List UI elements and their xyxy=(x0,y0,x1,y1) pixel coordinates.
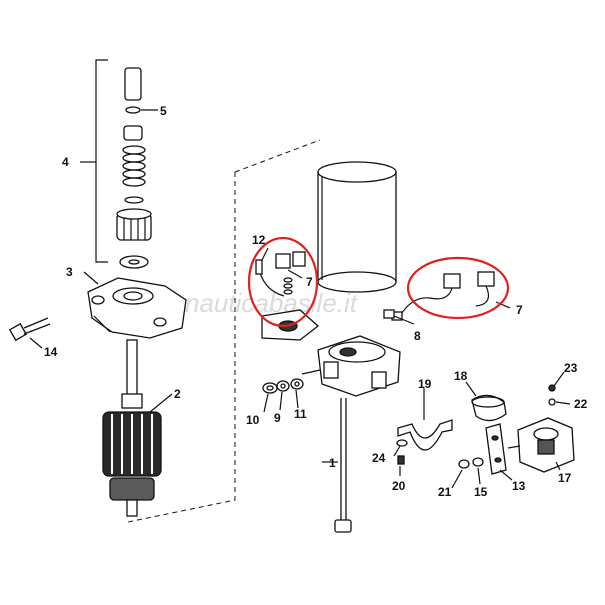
callout-4: 4 xyxy=(62,155,69,169)
part-4-bracket xyxy=(80,59,108,263)
callout-5: 5 xyxy=(160,104,167,118)
highlight-ellipse-left xyxy=(247,236,319,328)
screw-8 xyxy=(383,309,405,321)
frame-housing xyxy=(317,161,397,293)
callout-18: 18 xyxy=(454,369,468,383)
callout-15: 15 xyxy=(474,485,488,499)
callout-12: 12 xyxy=(252,233,266,247)
bolt-14 xyxy=(8,317,51,342)
callout-19: 19 xyxy=(418,377,432,391)
strap-bracket xyxy=(396,419,453,465)
through-bolt xyxy=(334,398,352,533)
callout-8: 8 xyxy=(414,329,421,343)
callout-1: 1 xyxy=(329,456,336,470)
callout-9: 9 xyxy=(274,411,281,425)
drive-end-frame xyxy=(87,277,187,339)
armature xyxy=(102,339,162,517)
callout-7-right: 7 xyxy=(516,303,523,317)
callout-21: 21 xyxy=(438,485,452,499)
callout-23: 23 xyxy=(564,361,578,375)
rubber-boot xyxy=(471,394,507,422)
callout-2: 2 xyxy=(174,387,181,401)
callout-7-left: 7 xyxy=(306,275,313,289)
callout-20: 20 xyxy=(392,479,406,493)
callout-14: 14 xyxy=(44,345,58,359)
solenoid xyxy=(507,384,575,473)
insulator-plate xyxy=(458,423,507,475)
callout-labels: 1 2 3 4 5 7 7 8 9 10 11 12 13 14 15 17 1… xyxy=(44,104,588,499)
callout-24: 24 xyxy=(372,451,386,465)
drive-pinion-stack xyxy=(116,67,152,269)
brush-pair-right xyxy=(391,271,495,321)
callout-3: 3 xyxy=(66,265,73,279)
assembly-guide-lines xyxy=(127,139,321,523)
watermark: nauticabasile.it xyxy=(185,288,359,318)
commutator-end-cap xyxy=(301,335,401,397)
callout-11: 11 xyxy=(294,407,307,421)
callout-22: 22 xyxy=(574,397,588,411)
leader-lines xyxy=(29,109,571,489)
callout-13: 13 xyxy=(512,479,526,493)
highlight-ellipse-right xyxy=(406,256,510,320)
callout-10: 10 xyxy=(246,413,260,427)
nut-washer-set-9-10-11 xyxy=(262,378,304,394)
callout-17: 17 xyxy=(558,471,572,485)
